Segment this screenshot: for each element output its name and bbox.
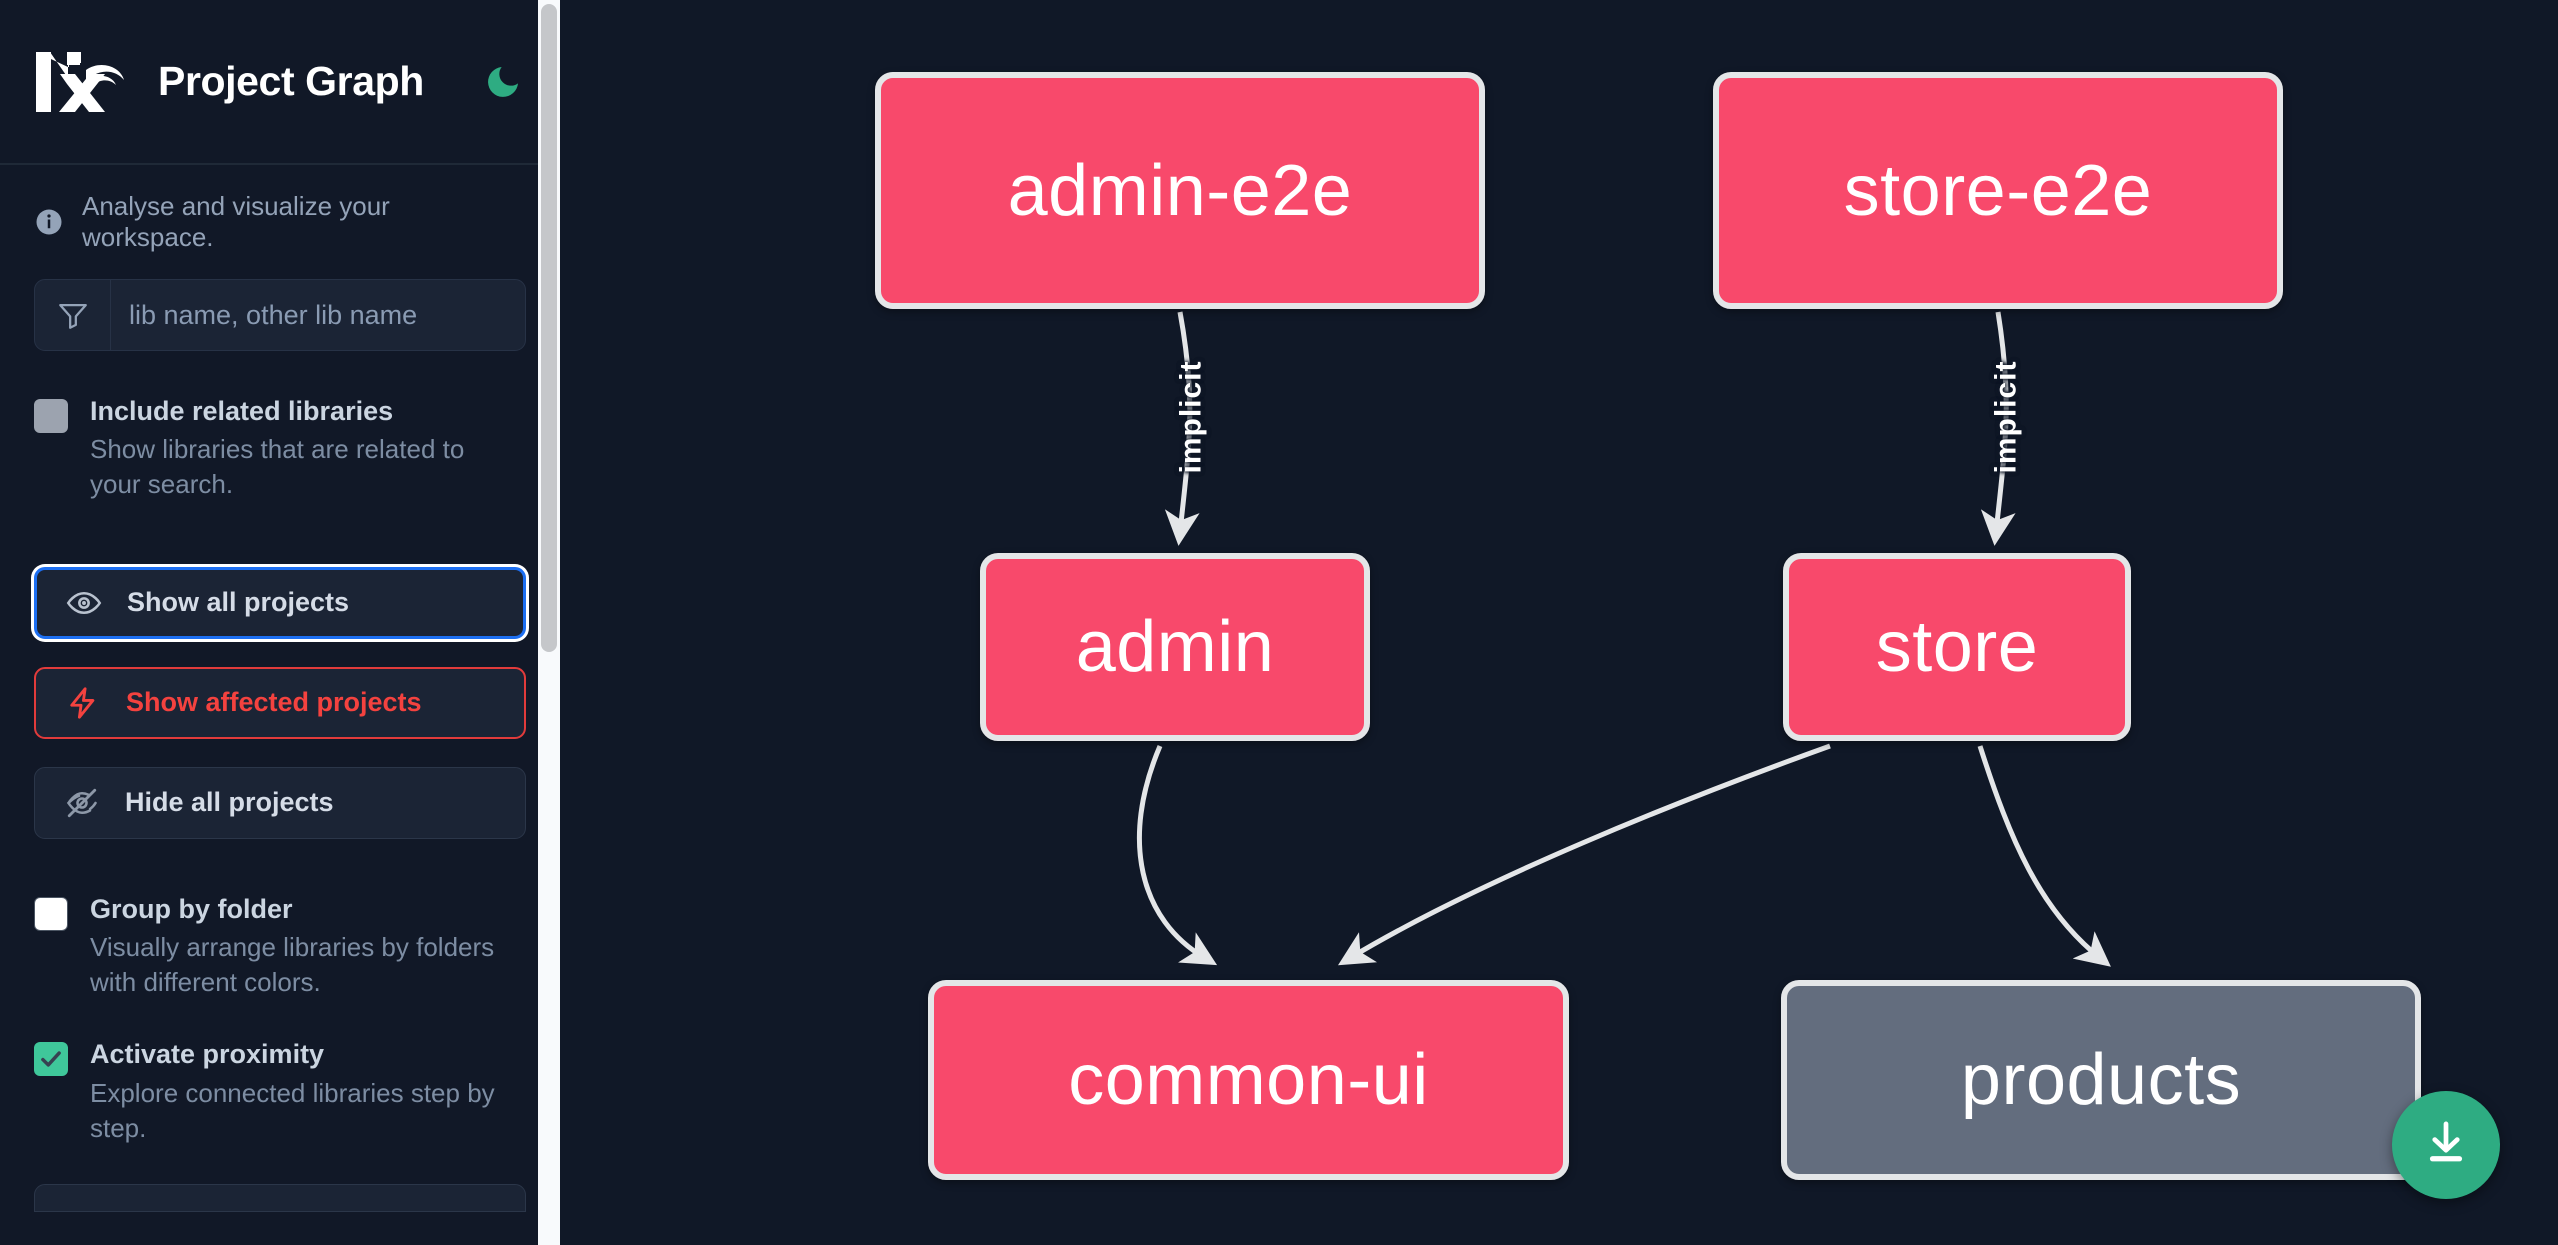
sidebar: Project Graph Analyse and visualize your…	[0, 0, 560, 1245]
graph-node-admin[interactable]: admin	[980, 553, 1370, 741]
hide-all-projects-button[interactable]: Hide all projects	[34, 766, 526, 839]
sidebar-subtitle: Analyse and visualize your workspace.	[0, 165, 560, 279]
graph-node-products[interactable]: products	[1781, 980, 2421, 1180]
moon-icon[interactable]	[480, 59, 526, 105]
funnel-icon	[35, 280, 111, 350]
node-label: admin-e2e	[1007, 150, 1353, 231]
edge-store-products	[1977, 745, 2111, 967]
option-description: Visually arrange libraries by folders wi…	[90, 931, 495, 998]
show-affected-projects-button[interactable]: Show affected projects	[34, 666, 526, 739]
option-description: Show libraries that are related to your …	[90, 434, 465, 500]
search-input[interactable]	[111, 280, 525, 350]
graph-node-admin-e2e[interactable]: admin-e2e	[875, 72, 1485, 309]
filter-field[interactable]	[34, 279, 526, 351]
node-label: store	[1875, 607, 2039, 687]
spacer	[34, 541, 526, 567]
download-graph-button[interactable]	[2392, 1091, 2500, 1199]
option-title: Activate proximity	[90, 1039, 325, 1070]
show-all-projects-label: Show all projects	[127, 587, 350, 618]
eye-icon	[65, 584, 103, 622]
sidebar-scrollbar-thumb[interactable]	[541, 4, 557, 652]
graph-node-store-e2e[interactable]: store-e2e	[1713, 72, 2283, 309]
option-description: Explore connected libraries step by step…	[90, 1077, 495, 1143]
option-group-by-folder[interactable]: Group by folder Visually arrange librari…	[34, 893, 526, 1001]
node-label: common-ui	[1068, 1040, 1429, 1120]
edge-store-common-ui	[1337, 743, 1831, 966]
spacer	[34, 867, 526, 893]
nx-logo	[34, 48, 130, 116]
checkbox-activate-proximity[interactable]	[34, 1042, 68, 1077]
option-include-related-libraries[interactable]: Include related libraries Show libraries…	[34, 395, 526, 503]
page-title: Project Graph	[158, 58, 424, 104]
node-label: store-e2e	[1843, 150, 2153, 231]
lightning-bolt-icon	[64, 684, 102, 722]
node-label: admin	[1075, 607, 1275, 687]
edge-admin-common-ui	[1136, 745, 1218, 966]
sidebar-header: Project Graph	[0, 0, 560, 165]
option-title: Group by folder	[90, 893, 293, 924]
sidebar-body: Include related libraries Show libraries…	[0, 279, 560, 1212]
show-affected-projects-label: Show affected projects	[126, 687, 422, 718]
checkbox-include-related-libraries[interactable]	[34, 399, 68, 433]
graph-node-common-ui[interactable]: common-ui	[928, 980, 1569, 1180]
hide-all-projects-label: Hide all projects	[125, 787, 334, 818]
option-activate-proximity[interactable]: Activate proximity Explore connected lib…	[34, 1038, 526, 1146]
checkbox-group-by-folder[interactable]	[34, 896, 68, 931]
info-icon	[34, 207, 64, 237]
eye-off-icon	[63, 784, 101, 822]
sidebar-scrollbar-track[interactable]	[538, 0, 560, 1245]
show-all-projects-button[interactable]: Show all projects	[34, 566, 526, 639]
edge-label-implicit-store: implicit	[1989, 360, 2023, 474]
graph-canvas[interactable]: implicit implicit admin-e2e store-e2e ad…	[560, 0, 2558, 1245]
node-label: products	[1960, 1040, 2242, 1120]
edge-label-implicit-admin: implicit	[1174, 360, 1208, 474]
bottom-button-group-partial[interactable]	[34, 1183, 526, 1212]
sidebar-subtitle-text: Analyse and visualize your workspace.	[82, 191, 390, 252]
download-icon	[2419, 1116, 2473, 1175]
graph-node-store[interactable]: store	[1783, 553, 2131, 741]
option-title: Include related libraries	[90, 396, 394, 426]
